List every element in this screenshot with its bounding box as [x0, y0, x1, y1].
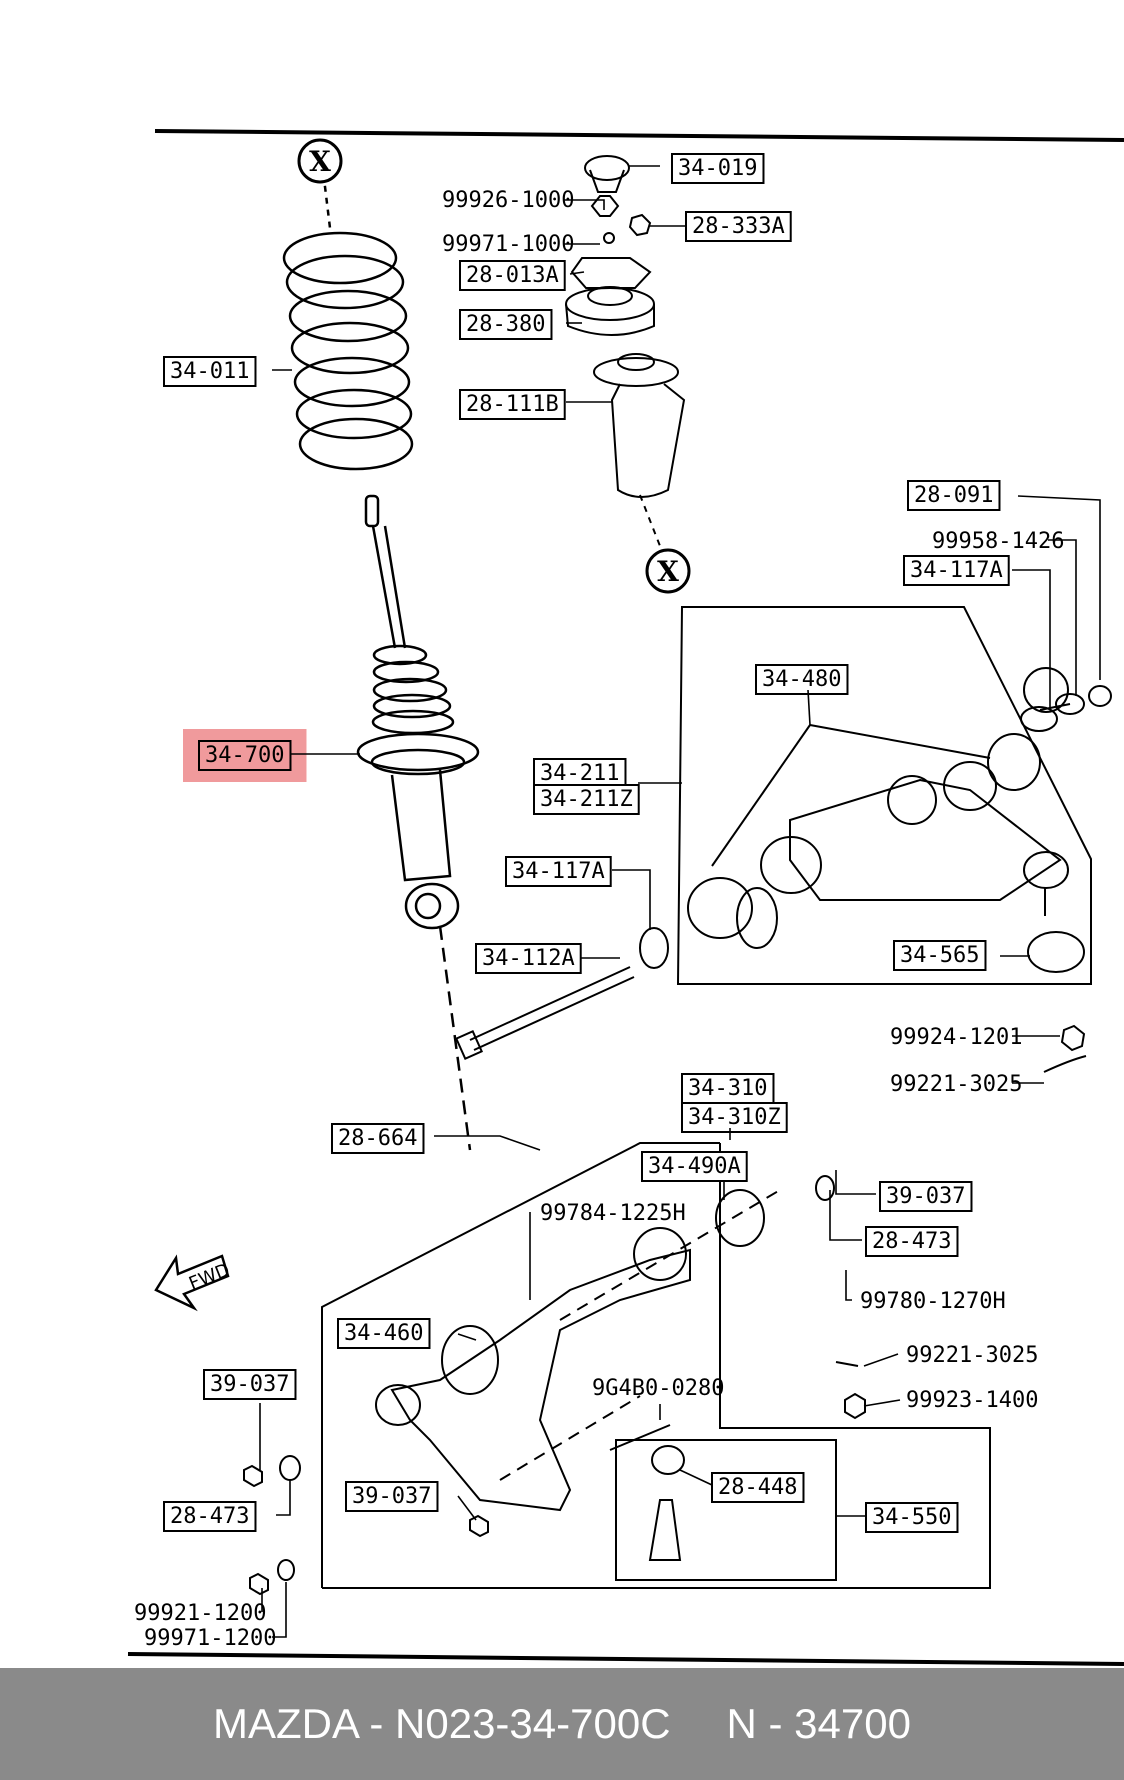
part-label: 34-211 [540, 761, 619, 786]
part-label: 34-011 [170, 359, 249, 384]
part-label-box [163, 1501, 257, 1532]
part-label: 99921-1200 [134, 1601, 266, 1626]
highlight-box [183, 729, 307, 782]
part-label: 28-473 [872, 1229, 951, 1254]
part-label: 28-091 [914, 483, 993, 508]
part-label: 34-460 [344, 1321, 423, 1346]
part-label: 9G4B0-0280 [592, 1376, 724, 1401]
part-label: 28-013A [466, 263, 559, 288]
part-label: 99971-1000 [442, 232, 574, 257]
part-label: 28-111B [466, 392, 559, 417]
part-label: 99780-1270H [860, 1289, 1006, 1314]
part-label-box [459, 260, 566, 291]
part-label-box [533, 784, 640, 815]
part-label: 99971-1200 [144, 1626, 276, 1651]
part-label: 34-310Z [688, 1105, 781, 1130]
part-label: 34-211Z [540, 787, 633, 812]
part-label-box [533, 758, 627, 789]
part-label-box [671, 153, 765, 184]
coil-spring-drawing [282, 161, 414, 471]
part-label: 34-117A [910, 558, 1003, 583]
part-label-box [459, 309, 553, 340]
part-label: 39-037 [210, 1372, 289, 1397]
shock-absorber-drawing [356, 494, 480, 1151]
part-label: 34-019 [678, 156, 757, 181]
marker-x-label: X [657, 555, 679, 588]
part-label: 34-565 [900, 943, 979, 968]
circle-x-marker-bottom: X [645, 548, 691, 594]
part-footer-bar: MAZDA - N023-34-700C N - 34700 [0, 1668, 1124, 1780]
part-label: 28-473 [170, 1504, 249, 1529]
part-label-box [865, 1226, 959, 1257]
suspension-exploded-diagram: X X [127, 129, 1124, 1666]
part-label: 39-037 [352, 1484, 431, 1509]
part-label-box [893, 940, 987, 971]
part-label-box [459, 389, 566, 420]
part-label-box [907, 480, 1001, 511]
part-label: 34-480 [762, 667, 841, 692]
part-label-box [198, 740, 292, 771]
part-label: 99923-1400 [906, 1388, 1038, 1413]
part-label: 99926-1000 [442, 188, 574, 213]
part-labels: 34-019 99926-1000 28-333A 99971-1000 28-… [134, 153, 1064, 1651]
part-label-box [505, 856, 612, 887]
part-label: 28-664 [338, 1126, 417, 1151]
part-label: 99221-3025 [890, 1072, 1022, 1097]
footer-part-reference: N - 34700 [726, 1700, 911, 1747]
part-label: 28-448 [718, 1475, 797, 1500]
fwd-label: FWD [186, 1259, 233, 1294]
part-label-box [903, 555, 1010, 586]
circle-x-marker-top: X [297, 138, 343, 184]
bottom-rule [127, 1652, 1124, 1666]
part-label-box [641, 1151, 748, 1182]
fwd-arrow-icon: FWD [154, 1254, 233, 1312]
top-rule [154, 129, 1124, 142]
part-label: 28-333A [692, 214, 785, 239]
upper-arm-drawing [676, 606, 1112, 985]
lower-arm-drawing [321, 1142, 991, 1589]
part-label: 39-037 [886, 1184, 965, 1209]
part-label: 34-117A [512, 859, 605, 884]
part-label-box [711, 1472, 805, 1503]
part-label-box [681, 1102, 788, 1133]
part-label-box [163, 356, 257, 387]
footer-brand-part-number: MAZDA - N023-34-700C [213, 1700, 671, 1747]
part-label-box [879, 1181, 973, 1212]
loose-hardware-drawing [243, 1024, 1087, 1596]
part-label: 99958-1426 [932, 529, 1064, 554]
part-label-box [865, 1502, 959, 1533]
part-label: 28-380 [466, 312, 545, 337]
part-label-box [755, 664, 849, 695]
part-label-box [203, 1369, 297, 1400]
part-label: 99924-1201 [890, 1025, 1022, 1050]
part-label: 99784-1225H [540, 1201, 686, 1226]
leader-lines [259, 165, 1101, 1638]
marker-x-label: X [309, 145, 331, 178]
part-label-box [345, 1481, 439, 1512]
part-label: 34-550 [872, 1505, 951, 1530]
part-label: 34-490A [648, 1154, 741, 1179]
part-label: 99221-3025 [906, 1343, 1038, 1368]
top-mount-drawing [565, 155, 686, 547]
pivot-bolt-drawing [454, 927, 669, 1061]
part-label-highlighted: 34-700 [205, 743, 284, 768]
part-label: 34-112A [482, 946, 575, 971]
part-label-box [331, 1123, 425, 1154]
part-label: 34-310 [688, 1076, 767, 1101]
part-label-box [337, 1318, 431, 1349]
